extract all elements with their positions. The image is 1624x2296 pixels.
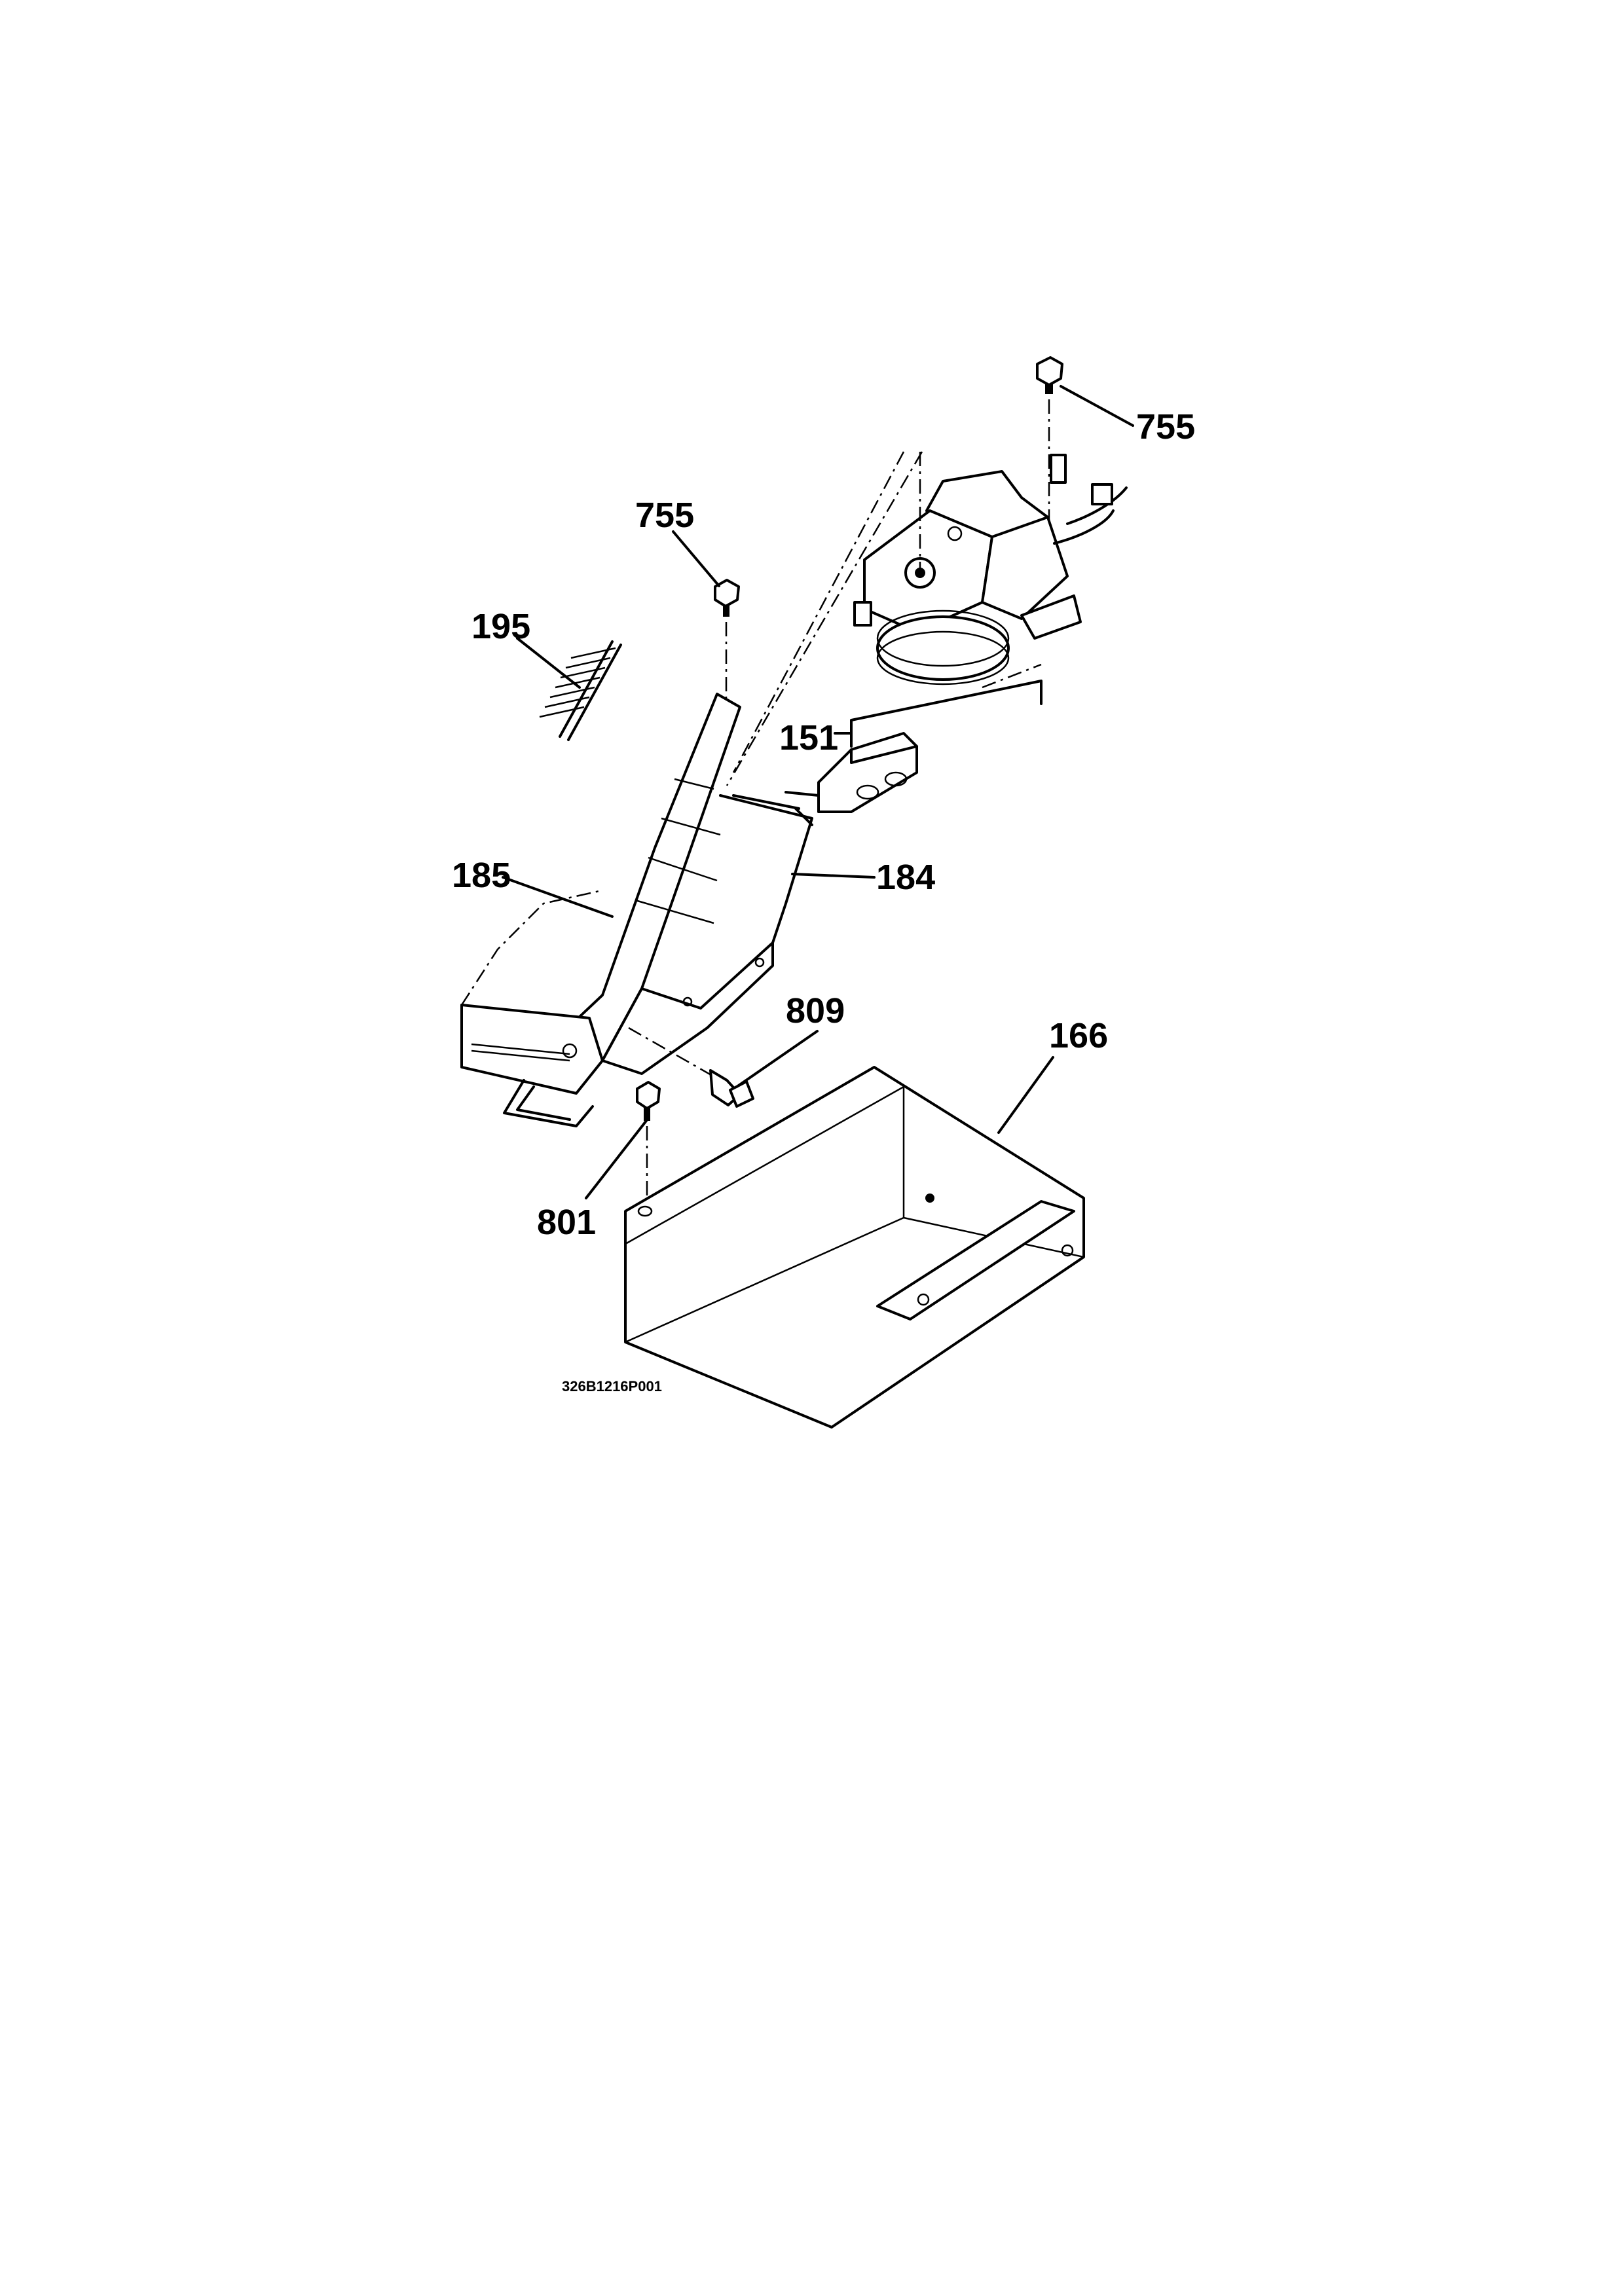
callout-801: 801: [537, 1203, 596, 1242]
screw-755-left: [714, 579, 740, 707]
callout-151: 151: [779, 718, 838, 757]
chute-bracket-184-185: [460, 693, 813, 1127]
screw-801: [636, 1081, 661, 1205]
bracket-plate: [784, 732, 918, 813]
callout-809: 809: [786, 991, 845, 1030]
callout-195: 195: [471, 607, 530, 646]
callout-755-top: 755: [1136, 407, 1195, 446]
callout-166: 166: [1049, 1016, 1108, 1055]
screw-809: [709, 1069, 754, 1108]
motor-assembly-151: [853, 454, 1128, 685]
tray-166: [624, 1066, 1085, 1429]
callout-185: 185: [452, 856, 511, 895]
drawing-number: 326B1216P001: [562, 1378, 662, 1394]
callout-755-left: 755: [635, 496, 694, 535]
leader-lines: [502, 385, 1134, 1199]
callout-184: 184: [876, 858, 935, 897]
spring-195: [539, 640, 622, 741]
callout-labels: 755 755 195 151 185 184 809 166 801 326B…: [452, 407, 1195, 1394]
